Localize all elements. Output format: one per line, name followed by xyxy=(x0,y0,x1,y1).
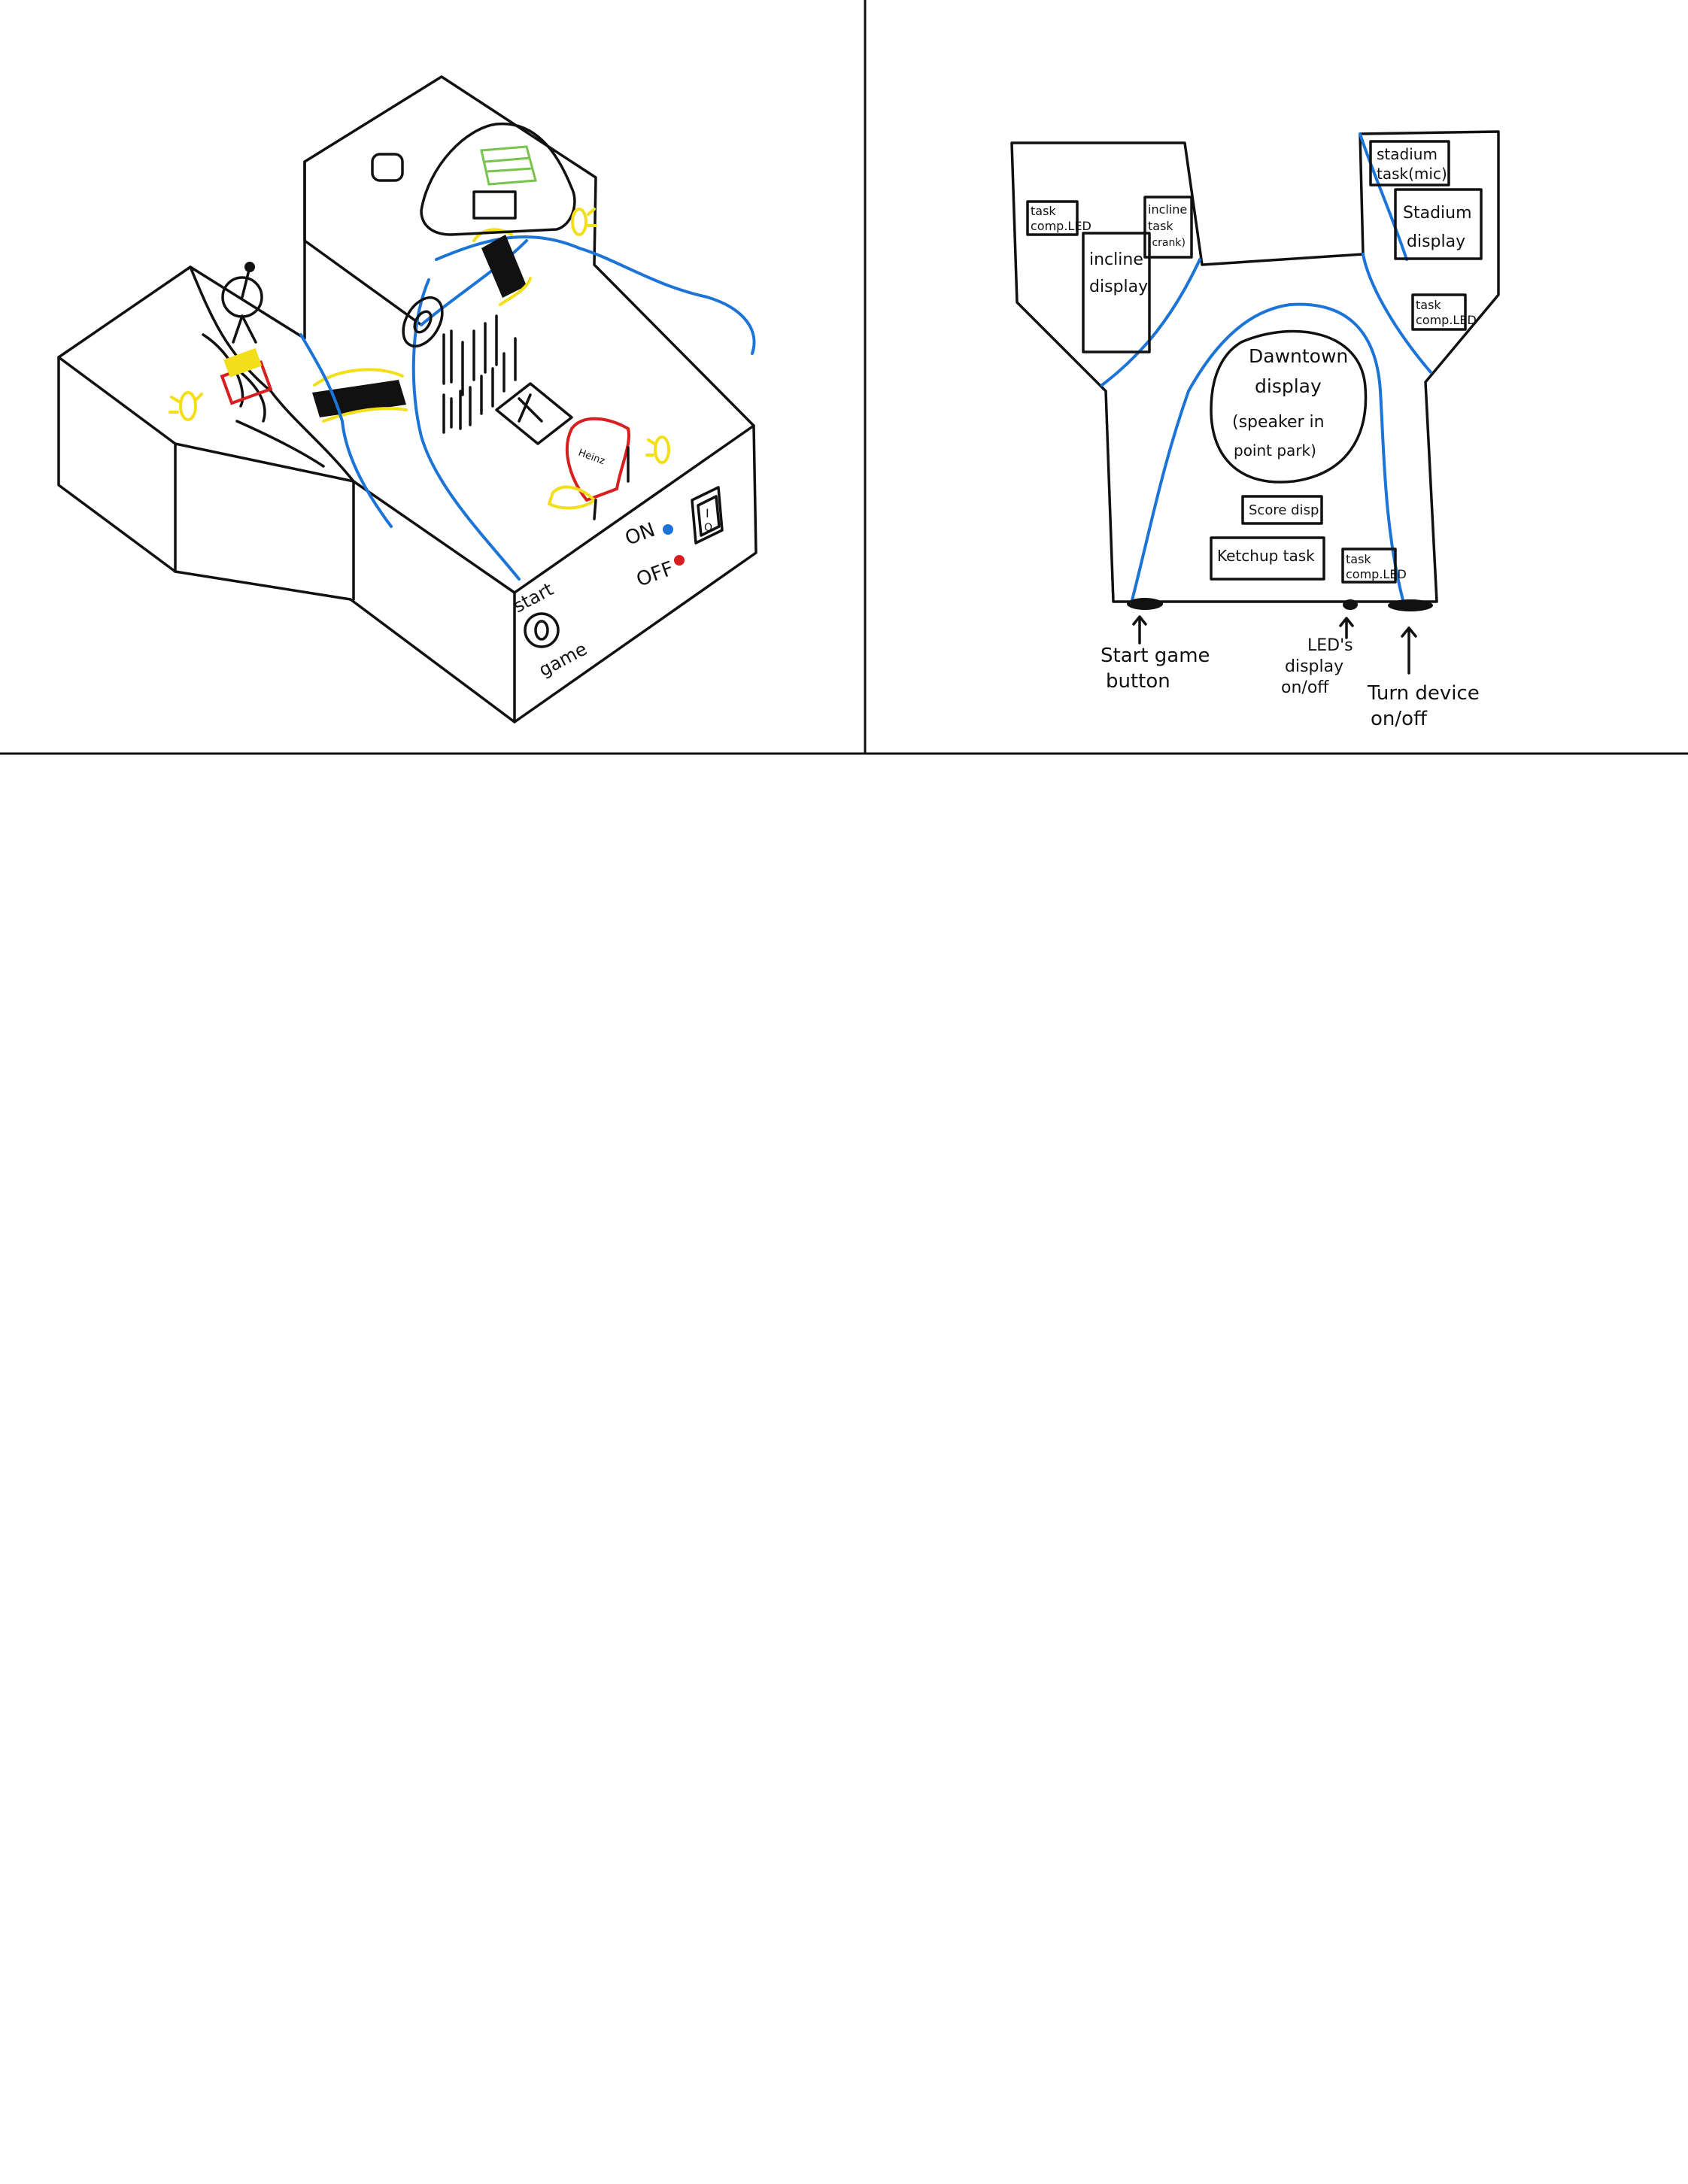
start-button-callout: Start game button xyxy=(1101,645,1210,693)
ketchup-label: Heinz xyxy=(577,447,607,468)
svg-text:task(mic): task(mic) xyxy=(1377,165,1447,183)
downtown-display: Dawntown display (speaker in point park) xyxy=(1211,332,1366,483)
ketchup-bottle-icon: Heinz xyxy=(549,419,629,519)
power-switch-marker[interactable] xyxy=(1388,599,1433,611)
downtown-buildings xyxy=(395,291,572,444)
led-display-toggle-marker[interactable] xyxy=(1343,599,1358,610)
svg-text:display: display xyxy=(1255,375,1322,397)
off-indicator-dot xyxy=(674,555,685,566)
incline-led-box: task comp.LED xyxy=(1028,202,1091,235)
bridge-two xyxy=(474,229,530,305)
start-game-button[interactable] xyxy=(525,614,558,647)
svg-text:task: task xyxy=(1148,219,1173,233)
switch-on-glyph: I xyxy=(706,506,709,520)
downtown-led-icon xyxy=(647,437,669,463)
power-switch-callout: Turn device on/off xyxy=(1367,682,1480,730)
power-switch[interactable]: I O xyxy=(692,487,722,543)
led-toggle-arrow xyxy=(1340,618,1353,638)
switch-off-glyph: O xyxy=(704,522,712,534)
svg-text:Turn device: Turn device xyxy=(1367,682,1480,705)
svg-text:(crank): (crank) xyxy=(1148,237,1186,249)
svg-text:Ketchup task: Ketchup task xyxy=(1217,547,1315,565)
isometric-model: Heinz ON OFF I O start game xyxy=(59,77,756,722)
svg-text:display: display xyxy=(1089,278,1148,296)
top-view-diagram: task comp.LED incline display incline ta… xyxy=(1012,132,1498,730)
svg-text:comp.LED: comp.LED xyxy=(1031,219,1091,233)
svg-text:display: display xyxy=(1407,232,1465,251)
off-label: OFF xyxy=(633,557,677,591)
on-indicator-dot xyxy=(663,524,673,535)
svg-text:task: task xyxy=(1416,298,1441,312)
stadium-led-icon xyxy=(572,209,596,235)
incline-led-icon xyxy=(170,393,202,420)
svg-text:Score disp: Score disp xyxy=(1249,502,1319,518)
svg-text:button: button xyxy=(1106,670,1170,693)
score-display-box: Score disp xyxy=(1243,496,1322,523)
svg-text:display: display xyxy=(1285,657,1343,676)
svg-text:task: task xyxy=(1031,204,1056,218)
svg-text:point park): point park) xyxy=(1234,441,1316,460)
on-label: ON xyxy=(622,519,658,551)
power-switch-arrow xyxy=(1402,628,1416,673)
svg-text:LED's: LED's xyxy=(1307,636,1353,655)
incline-display-box: incline display xyxy=(1083,233,1149,352)
start-button-arrow xyxy=(1134,617,1146,643)
svg-text:Stadium: Stadium xyxy=(1403,204,1472,223)
svg-text:Start game: Start game xyxy=(1101,645,1210,667)
ketchup-task-box: Ketchup task xyxy=(1211,538,1324,579)
stadium-led-box: task comp.LED xyxy=(1413,295,1477,329)
svg-text:on/off: on/off xyxy=(1371,708,1428,730)
svg-text:stadium: stadium xyxy=(1377,145,1438,163)
start-game-button-marker[interactable] xyxy=(1127,598,1163,610)
stadium-icon xyxy=(421,124,575,235)
incline-hill xyxy=(190,267,354,481)
main-box-outline xyxy=(59,77,756,722)
incline-task-box: incline task (crank) xyxy=(1145,197,1192,257)
svg-text:comp.LED: comp.LED xyxy=(1346,567,1407,581)
stadium-display-box: Stadium display xyxy=(1395,190,1481,259)
svg-text:comp.LED: comp.LED xyxy=(1416,313,1477,327)
svg-text:on/off: on/off xyxy=(1281,678,1329,697)
start-label: start xyxy=(510,578,557,617)
svg-text:task: task xyxy=(1346,552,1371,566)
svg-text:(speaker in: (speaker in xyxy=(1232,413,1325,432)
led-toggle-callout: LED's display on/off xyxy=(1281,636,1353,697)
stadium-mic-icon xyxy=(372,154,402,180)
stadium-task-box: stadium task(mic) xyxy=(1371,141,1449,185)
svg-text:incline: incline xyxy=(1148,202,1187,217)
svg-text:Dawntown: Dawntown xyxy=(1249,345,1348,367)
svg-text:incline: incline xyxy=(1089,250,1143,269)
